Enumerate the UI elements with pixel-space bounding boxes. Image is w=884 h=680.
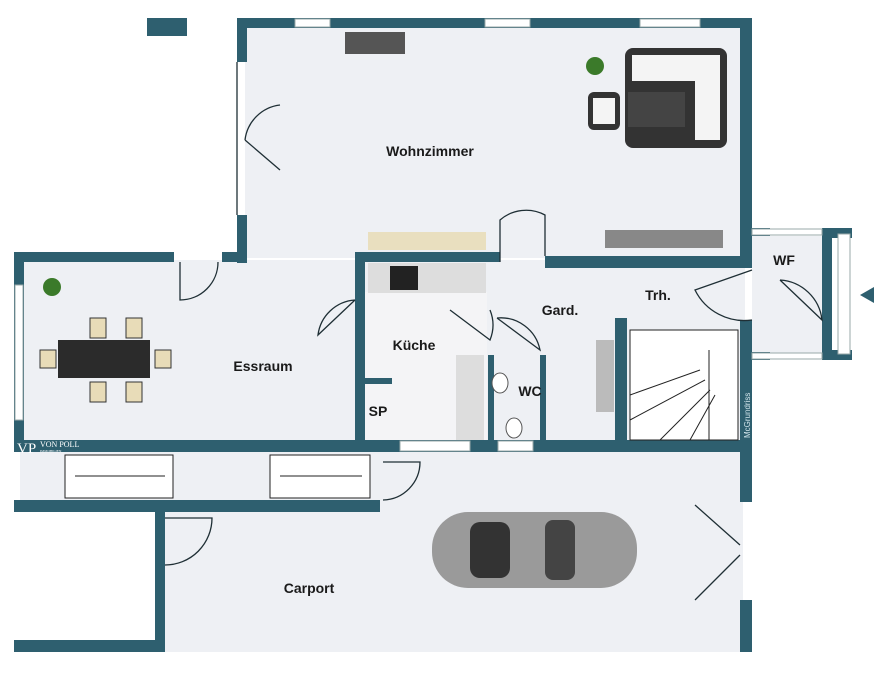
plant bbox=[586, 57, 604, 75]
room-label-trh: Trh. bbox=[645, 287, 671, 303]
car bbox=[432, 512, 637, 588]
svg-text:VP: VP bbox=[17, 441, 36, 457]
room-label-wc: WC bbox=[518, 383, 541, 399]
windows bbox=[14, 18, 851, 452]
room-label-kueche: Küche bbox=[393, 337, 436, 353]
radiators bbox=[368, 232, 486, 250]
doors bbox=[164, 62, 874, 601]
dining-table bbox=[58, 340, 150, 378]
credit: McGrundriss bbox=[743, 393, 752, 438]
room-label-wohnzimmer: Wohnzimmer bbox=[386, 143, 474, 159]
stove bbox=[390, 266, 418, 290]
kitchen-counter bbox=[456, 355, 484, 440]
room-label-gard: Gard. bbox=[542, 302, 579, 318]
logo: VP VON POLL IMMOBILIEN bbox=[17, 440, 79, 457]
svg-text:IMMOBILIEN: IMMOBILIEN bbox=[40, 449, 62, 453]
desk bbox=[345, 32, 405, 54]
furniture bbox=[39, 32, 727, 588]
plant bbox=[43, 278, 61, 296]
floor-wf bbox=[752, 236, 826, 356]
room-label-sp: SP bbox=[369, 403, 388, 419]
room-label-carport: Carport bbox=[284, 580, 335, 596]
coffee-table bbox=[628, 92, 685, 127]
room-label-essraum: Essraum bbox=[233, 358, 292, 374]
tv-board bbox=[605, 230, 723, 248]
stairs bbox=[64, 329, 739, 499]
room-label-wf: WF bbox=[773, 252, 795, 268]
svg-text:VON POLL: VON POLL bbox=[40, 440, 79, 449]
